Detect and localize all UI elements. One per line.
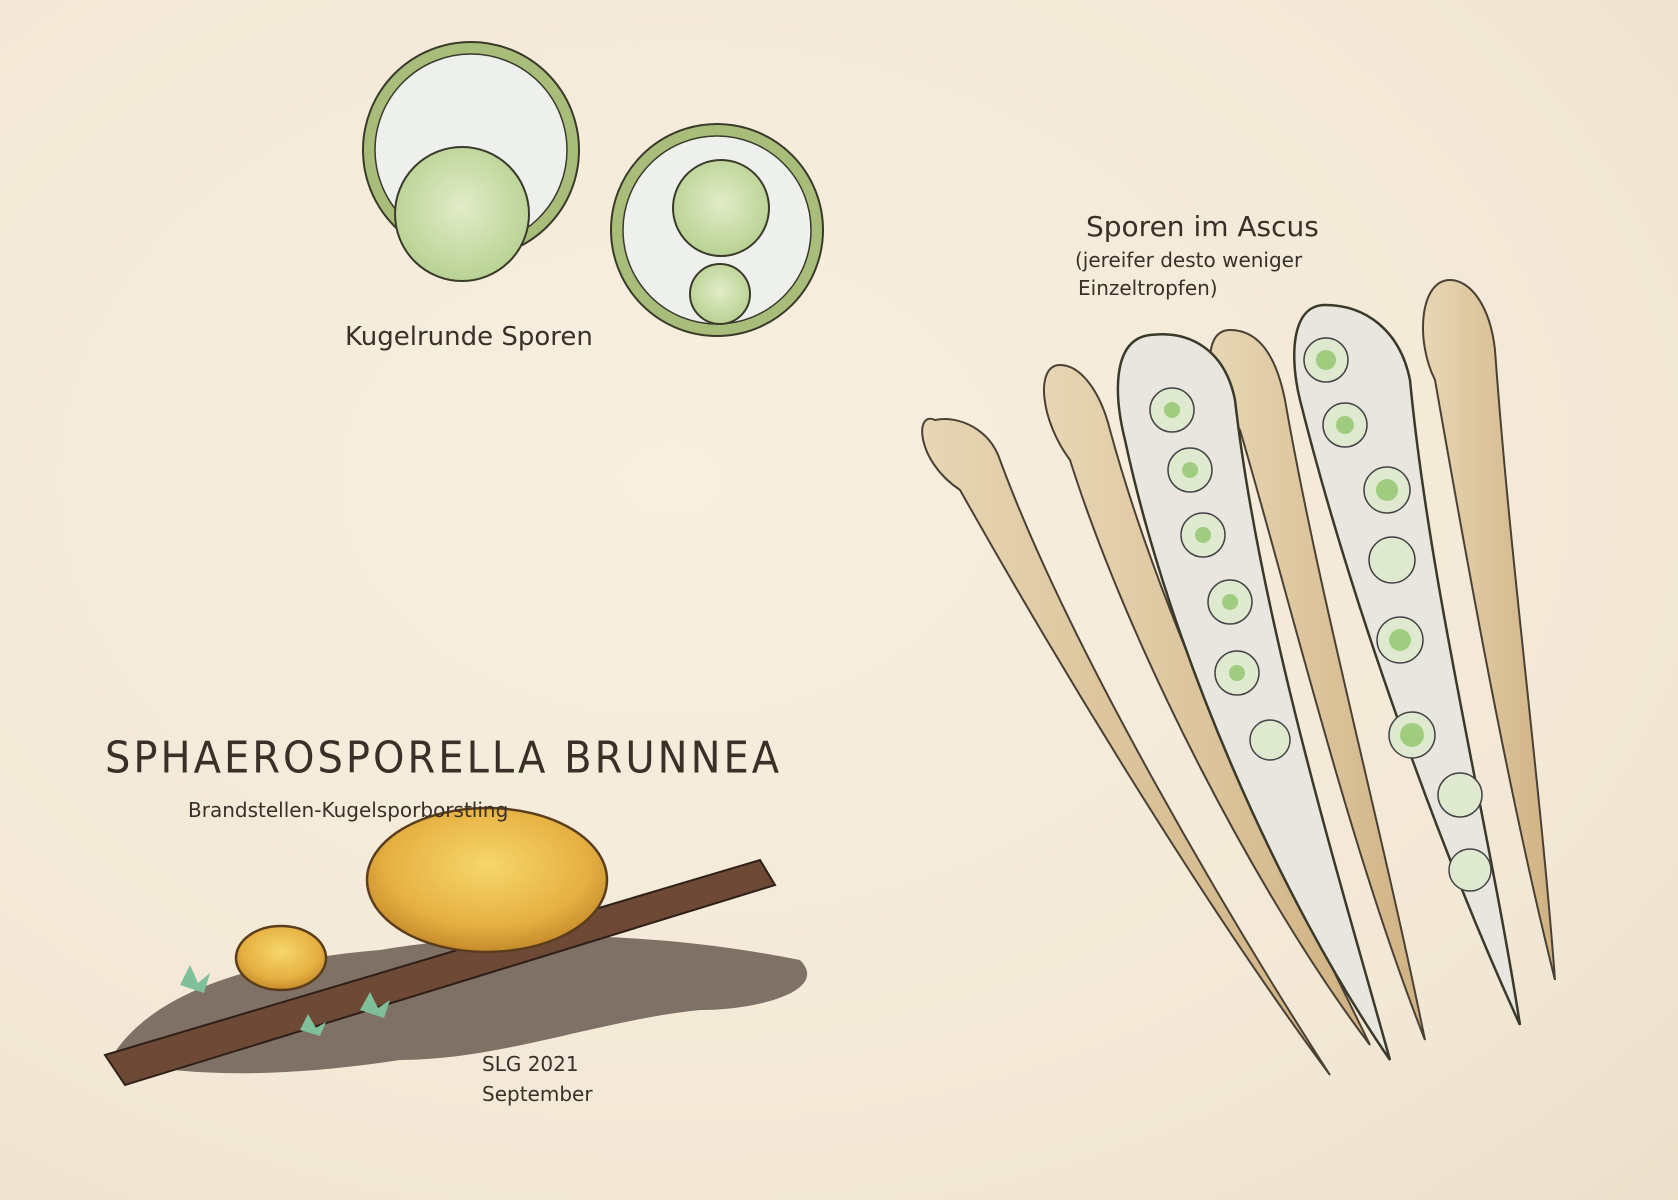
species-title: SPHAEROSPORELLA BRUNNEA xyxy=(105,732,783,784)
label-round-spores: Kugelrunde Sporen xyxy=(345,322,593,352)
label-ascus-title: Sporen im Ascus xyxy=(1086,210,1319,243)
label-ascus-note-2: Einzeltropfen) xyxy=(1078,276,1218,300)
ascus xyxy=(1116,303,1522,1061)
label-ascus-note-1: (jereifer desto weniger xyxy=(1075,248,1303,272)
spore-large-left xyxy=(362,41,580,282)
signature: SLG 2021 xyxy=(482,1052,579,1076)
date-month: September xyxy=(482,1082,593,1106)
common-name: Brandstellen-Kugelsporborstling xyxy=(188,798,509,822)
spore-large-right xyxy=(610,123,824,337)
fungus-scene xyxy=(103,806,808,1087)
